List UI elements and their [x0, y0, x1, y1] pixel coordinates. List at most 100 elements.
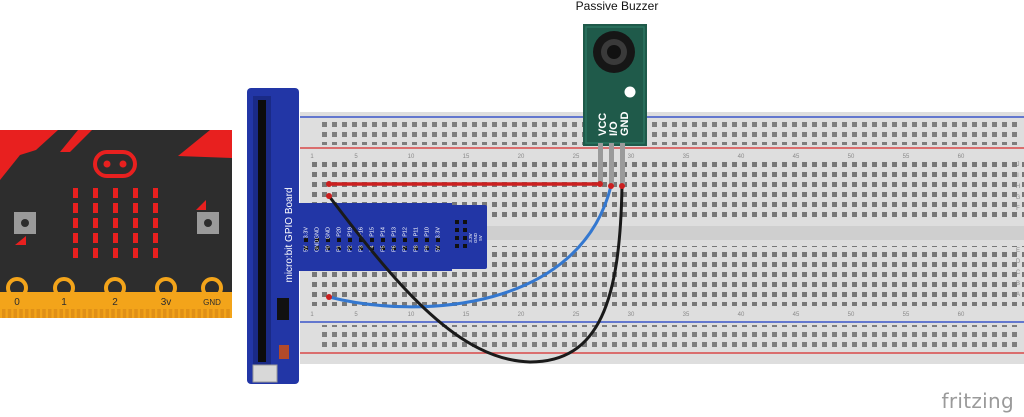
edge-finger — [7, 309, 12, 318]
gpio-pin — [414, 246, 418, 250]
row-letter: F — [1016, 206, 1020, 212]
edge-finger — [71, 309, 75, 318]
column-number: 30 — [628, 312, 635, 318]
column-number: 25 — [573, 154, 580, 160]
edge-finger — [82, 309, 86, 318]
edge-finger — [209, 309, 213, 318]
edge-finger — [122, 309, 127, 318]
row-letter: C — [1016, 270, 1021, 276]
column-number: 60 — [958, 154, 965, 160]
led — [113, 218, 118, 228]
row-letter: G — [1016, 195, 1021, 201]
gpio-pin-label: P3 — [359, 245, 365, 252]
led — [133, 203, 138, 213]
edge-finger — [180, 309, 184, 318]
column-number: 45 — [793, 154, 800, 160]
edge-ring — [104, 277, 126, 299]
edge-finger — [226, 309, 230, 318]
row-letter: B — [1016, 281, 1020, 287]
edge-finger — [140, 309, 144, 318]
column-number: 55 — [903, 154, 910, 160]
edge-finger — [76, 309, 81, 318]
top-rail-holes — [322, 121, 1022, 145]
column-number: 1 — [310, 312, 314, 318]
column-number: 15 — [463, 154, 470, 160]
edge-finger — [2, 309, 6, 318]
gpio-pin — [392, 238, 396, 242]
gpio-pin-label: P13 — [392, 227, 398, 237]
led-indicator — [279, 345, 289, 359]
power-module-label: 5V — [478, 235, 483, 241]
gpio-pin — [370, 246, 374, 250]
gpio-pin — [403, 246, 407, 250]
edge-ring — [53, 277, 75, 299]
gpio-pin-label: P11 — [414, 227, 420, 236]
edge-connector-fingers — [2, 309, 230, 318]
buzzer-pcb-outline — [585, 26, 645, 144]
buzzer-title: Passive Buzzer — [576, 0, 659, 13]
gpio-pin — [414, 238, 418, 242]
row-letter: E — [1016, 248, 1020, 254]
button-a-cap — [21, 219, 29, 227]
gpio-pin — [315, 246, 319, 250]
edge-finger — [36, 309, 40, 318]
gpio-pin-label: P14 — [381, 227, 387, 237]
column-number: 40 — [738, 312, 745, 318]
usb-port — [252, 364, 278, 383]
buzzer-pin-io — [609, 143, 614, 185]
column-number: 20 — [518, 312, 525, 318]
edge-finger — [30, 309, 35, 318]
edge-pin-label: GND — [203, 298, 221, 307]
microbit-logo — [93, 150, 137, 178]
wire-end-black-start — [326, 193, 332, 199]
led — [133, 248, 138, 258]
edge-pin-label: 3v — [161, 297, 172, 308]
gpio-pin-label: P8 — [414, 245, 420, 252]
gpio-pin — [326, 246, 330, 250]
column-number: 45 — [793, 312, 800, 318]
edge-finger — [214, 309, 219, 318]
edge-finger — [65, 309, 69, 318]
wire-end-blue-end — [608, 183, 614, 189]
edge-finger — [19, 309, 23, 318]
column-number: 10 — [408, 154, 415, 160]
led — [73, 203, 78, 213]
row-letter: I — [1017, 173, 1019, 179]
power-module-label: 3.3V — [468, 233, 473, 242]
edge-finger — [111, 309, 115, 318]
gpio-pin — [304, 238, 308, 242]
gpio-board-label: micro:bit GPIO Board — [284, 187, 295, 282]
power-module-pins — [455, 220, 467, 248]
gpio-pin-label: 5V — [304, 245, 310, 252]
column-number: 5 — [354, 312, 358, 318]
gpio-pin — [436, 246, 440, 250]
led — [113, 233, 118, 243]
row-letter: A — [1016, 292, 1020, 298]
wire-blue-p0-to-io — [327, 184, 613, 309]
gpio-header-plate — [299, 203, 452, 271]
column-number: 35 — [683, 312, 690, 318]
gpio-pin-label: P19 — [348, 227, 354, 237]
led — [93, 248, 98, 258]
led — [153, 203, 158, 213]
edge-pin-label: 1 — [61, 297, 67, 308]
led — [113, 203, 118, 213]
gpio-pin — [337, 246, 341, 250]
row-letter: J — [1017, 162, 1020, 168]
button-b-marker — [196, 200, 206, 210]
led-matrix — [73, 188, 158, 258]
gpio-pin-label: 3.3V — [436, 227, 442, 239]
gpio-pin — [381, 246, 385, 250]
led — [113, 188, 118, 198]
edge-ring — [201, 277, 223, 299]
bottom-rail-holes — [322, 325, 1022, 349]
gpio-pin — [370, 238, 374, 242]
row-letter: D — [1016, 259, 1021, 265]
column-number: 60 — [958, 312, 965, 318]
